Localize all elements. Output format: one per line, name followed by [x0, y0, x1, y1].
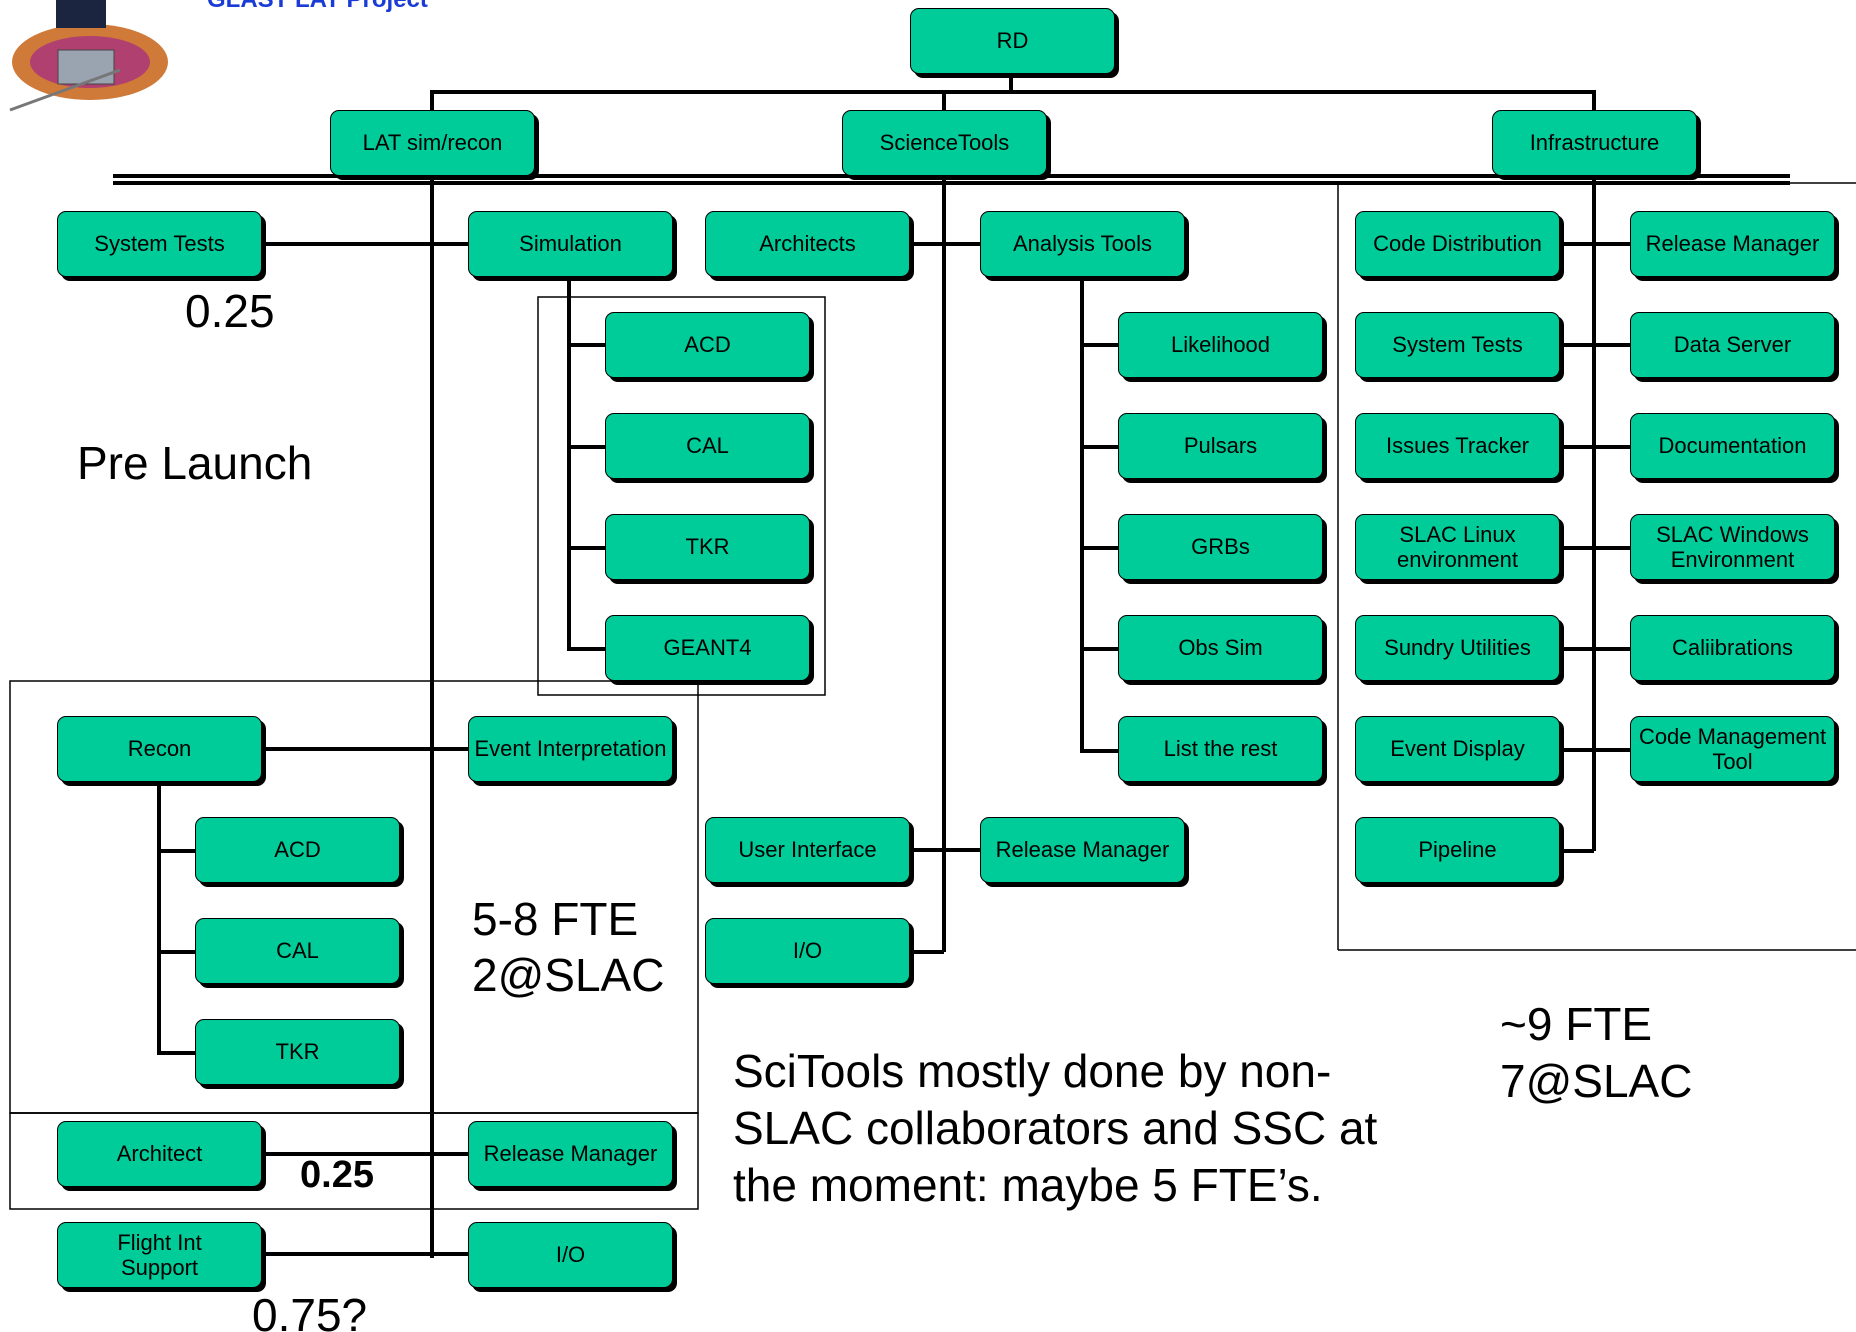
- node-sim-geant4[interactable]: GEANT4: [605, 615, 810, 681]
- node-calibrations[interactable]: Caliibrations: [1630, 615, 1835, 681]
- node-flight-int-support-line1: Flight Int: [117, 1229, 202, 1255]
- architect-fte-label: 0.25: [300, 1154, 374, 1196]
- project-title: GLAST LAT Project: [207, 0, 428, 14]
- pre-launch-label: Pre Launch: [77, 437, 313, 489]
- node-system-tests-infra[interactable]: System Tests: [1355, 312, 1560, 378]
- node-code-management-line1: Code Management: [1638, 723, 1827, 749]
- node-architect[interactable]: Architect: [57, 1121, 262, 1187]
- node-recon[interactable]: Recon: [57, 716, 262, 782]
- node-architects[interactable]: Architects: [705, 211, 910, 277]
- node-sim-cal[interactable]: CAL: [605, 413, 810, 479]
- node-sim-tkr[interactable]: TKR: [605, 514, 810, 580]
- node-pipeline[interactable]: Pipeline: [1355, 817, 1560, 883]
- node-obs-sim[interactable]: Obs Sim: [1118, 615, 1323, 681]
- node-user-interface[interactable]: User Interface: [705, 817, 910, 883]
- node-release-manager-infra[interactable]: Release Manager: [1630, 211, 1835, 277]
- node-rd[interactable]: RD: [910, 8, 1115, 74]
- node-sundry-utilities[interactable]: Sundry Utilities: [1355, 615, 1560, 681]
- node-issues-tracker[interactable]: Issues Tracker: [1355, 413, 1560, 479]
- node-infrastructure[interactable]: Infrastructure: [1492, 110, 1697, 176]
- node-code-management-line2: Tool: [1712, 749, 1753, 774]
- node-slac-linux-line2: environment: [1396, 547, 1519, 572]
- separator: [113, 174, 1790, 185]
- lat-fte-label-2: 2@SLAC: [472, 949, 665, 1001]
- node-io-lat[interactable]: I/O: [468, 1222, 673, 1288]
- node-system-tests[interactable]: System Tests: [57, 211, 262, 277]
- node-slac-windows[interactable]: SLAC Windows Environment: [1630, 514, 1835, 580]
- node-recon-tkr[interactable]: TKR: [195, 1019, 400, 1085]
- lat-fte-label-1: 5-8 FTE: [472, 893, 639, 945]
- node-documentation[interactable]: Documentation: [1630, 413, 1835, 479]
- infra-fte-label-2: 7@SLAC: [1500, 1055, 1693, 1107]
- infra-fte-label-1: ~9 FTE: [1500, 998, 1653, 1050]
- node-event-display[interactable]: Event Display: [1355, 716, 1560, 782]
- node-io-sci[interactable]: I/O: [705, 918, 910, 984]
- node-data-server[interactable]: Data Server: [1630, 312, 1835, 378]
- flight-fte-label: 0.75?: [252, 1289, 368, 1332]
- node-lat-sim-recon[interactable]: LAT sim/recon: [330, 110, 535, 176]
- tree-connectors: [157, 74, 1630, 1258]
- node-pulsars[interactable]: Pulsars: [1118, 413, 1323, 479]
- scitools-note-line1: SciTools mostly done by non-: [733, 1045, 1332, 1097]
- system-tests-fte-label: 0.25: [185, 285, 275, 337]
- node-slac-windows-line1: SLAC Windows: [1656, 521, 1809, 547]
- node-sim-acd[interactable]: ACD: [605, 312, 810, 378]
- node-event-interpretation[interactable]: Event Interpretation: [468, 716, 673, 782]
- node-analysis-tools[interactable]: Analysis Tools: [980, 211, 1185, 277]
- node-slac-linux[interactable]: SLAC Linux environment: [1355, 514, 1560, 580]
- node-sciencetools[interactable]: ScienceTools: [842, 110, 1047, 176]
- node-simulation[interactable]: Simulation: [468, 211, 673, 277]
- node-flight-int-support[interactable]: Flight Int Support: [57, 1222, 262, 1288]
- node-recon-acd[interactable]: ACD: [195, 817, 400, 883]
- node-release-manager-sci[interactable]: Release Manager: [980, 817, 1185, 883]
- scitools-note-line3: the moment: maybe 5 FTE’s.: [733, 1159, 1323, 1211]
- node-release-manager-lat[interactable]: Release Manager: [468, 1121, 673, 1187]
- node-slac-linux-line1: SLAC Linux: [1399, 521, 1516, 547]
- node-list-the-rest[interactable]: List the rest: [1118, 716, 1323, 782]
- node-code-management-tool[interactable]: Code Management Tool: [1630, 716, 1835, 782]
- node-likelihood[interactable]: Likelihood: [1118, 312, 1323, 378]
- node-recon-cal[interactable]: CAL: [195, 918, 400, 984]
- node-slac-windows-line2: Environment: [1670, 547, 1795, 572]
- node-grbs[interactable]: GRBs: [1118, 514, 1323, 580]
- node-code-distribution[interactable]: Code Distribution: [1355, 211, 1560, 277]
- node-flight-int-support-line2: Support: [120, 1255, 199, 1280]
- scitools-note-line2: SLAC collaborators and SSC at: [733, 1102, 1378, 1154]
- glast-logo: [9, 0, 168, 112]
